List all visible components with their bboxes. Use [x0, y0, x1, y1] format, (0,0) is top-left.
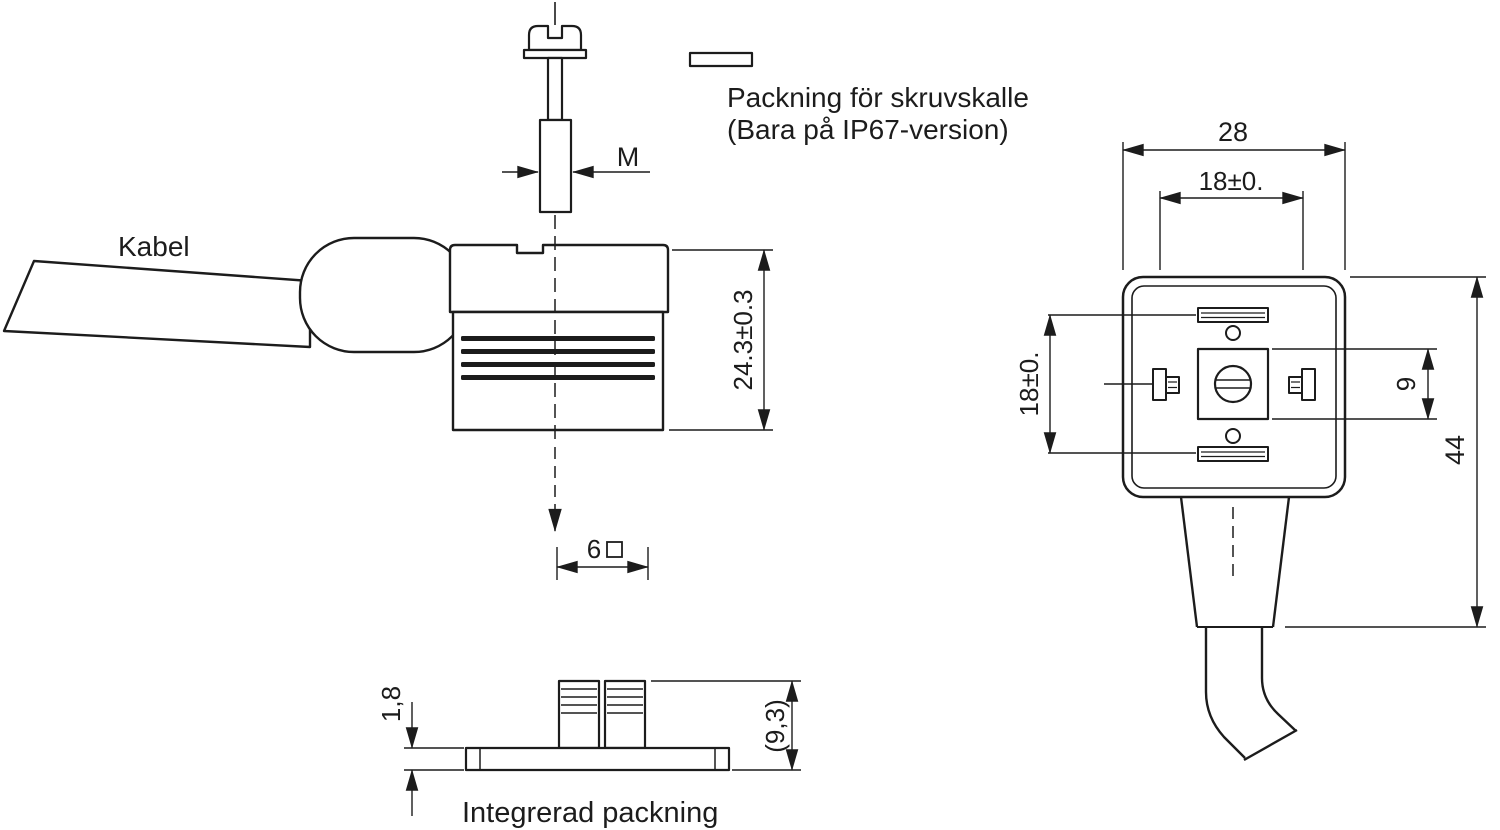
- gasket-width-dimension: 6: [556, 534, 649, 580]
- center-square-dimension: 9: [1272, 348, 1437, 420]
- rib-groove: [461, 375, 655, 380]
- square-section-symbol: [606, 541, 623, 558]
- gasket-height-dimension: (9,3): [651, 680, 801, 771]
- cable-right-edge: [1260, 627, 1297, 732]
- screw-shaft: [546, 56, 564, 122]
- screw-gasket: [688, 51, 754, 68]
- body-height-label: 24.3±0.3: [728, 289, 758, 390]
- screw-washer: [522, 48, 588, 60]
- gasket-prong-left: [557, 679, 601, 750]
- overall-height-label: 44: [1440, 435, 1470, 465]
- screw-gasket-note: Packning för skruvskalle (Bara på IP67-v…: [688, 51, 1029, 145]
- side-view: M Kabel 24.3±0.3: [2, 2, 1029, 829]
- gasket-width-label: 6: [587, 534, 601, 564]
- front-width-dimension: 28: [1122, 117, 1346, 270]
- gasket-prong-right: [603, 679, 647, 750]
- boot-right-edge: [1271, 496, 1291, 628]
- screw-gasket-note-line1: Packning för skruvskalle: [727, 82, 1029, 113]
- contact-spacing-horizontal-dimension: 18±0.: [1159, 166, 1304, 270]
- boot-left-edge: [1179, 496, 1199, 628]
- integrated-gasket: [464, 679, 731, 772]
- contact-spacing-top-label: 18±0.: [1199, 166, 1264, 196]
- front-view: 28 18±0.: [1014, 117, 1486, 762]
- cable-end-cut: [1243, 728, 1298, 762]
- thread-dim-label: M: [617, 142, 640, 172]
- thread-dimension: M: [502, 142, 650, 179]
- screw-gasket-note-line2: (Bara på IP67-version): [727, 114, 1009, 145]
- rib-groove: [461, 362, 655, 367]
- body-height-dimension: 24.3±0.3: [669, 249, 773, 431]
- gasket-lip-dimension: 1,8: [376, 686, 464, 816]
- cable-label: Kabel: [118, 231, 190, 262]
- left-contact: [1104, 368, 1180, 401]
- rib-groove: [461, 349, 655, 354]
- screw-thread: [538, 118, 573, 214]
- cable-left-edge: [1204, 627, 1246, 759]
- screw-head: [527, 24, 583, 52]
- center-square-label: 9: [1391, 377, 1421, 391]
- gasket-height-label: (9,3): [760, 699, 790, 752]
- gasket-base-plate: [464, 746, 731, 772]
- center-screw-head: [1213, 364, 1253, 404]
- center-screw: [1196, 347, 1270, 421]
- front-width-label: 28: [1218, 117, 1248, 147]
- front-body-inner: [1131, 285, 1337, 489]
- bottom-pin-circle: [1225, 428, 1241, 444]
- rib-groove: [461, 336, 655, 341]
- top-contact: [1197, 307, 1269, 341]
- contact-spacing-left-label: 18±0.: [1014, 352, 1044, 417]
- gasket-prong-ribs: [561, 688, 643, 714]
- connector-body-ribbed: [451, 310, 665, 432]
- connector-body-top: [448, 243, 670, 314]
- rib-grooves: [461, 336, 655, 380]
- integrated-gasket-label: Integrerad packning: [462, 797, 718, 829]
- gasket-lip-label: 1,8: [376, 686, 406, 722]
- top-pin-circle: [1225, 325, 1241, 341]
- right-contact: [1288, 368, 1316, 401]
- strain-relief: [298, 236, 470, 354]
- cable: [2, 259, 312, 349]
- contact-spacing-vertical-dimension: 18±0.: [1014, 314, 1196, 454]
- cable-outlet: [1179, 496, 1298, 762]
- bottom-contact: [1197, 428, 1269, 462]
- screw: [522, 2, 588, 214]
- overall-height-dimension: 44: [1285, 276, 1486, 628]
